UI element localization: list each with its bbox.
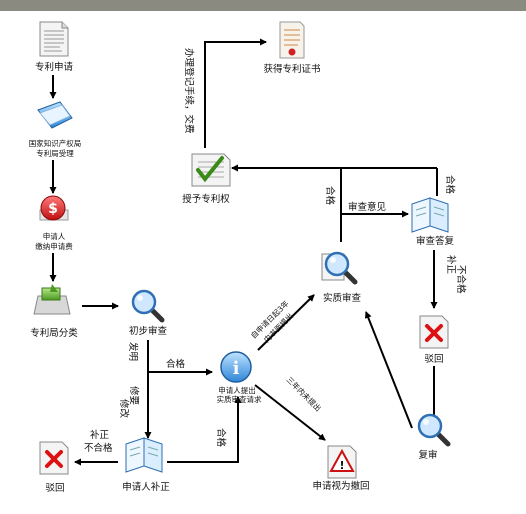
reject-icon (39, 441, 69, 475)
node-rejection-right: 驳回 (419, 315, 449, 365)
certificate-icon (279, 21, 305, 59)
node-rejection-left: 驳回 (39, 441, 69, 494)
arrow-supplement-qualified (167, 396, 242, 463)
node-label: 初步审查 (129, 325, 168, 337)
node-label: 审查答复 (416, 235, 455, 247)
node-request-substantive-exam: i 申请人提出 实质审查请求 (217, 351, 262, 404)
node-label-line1: 国家知识产权局 (29, 138, 82, 148)
inbox-icon (33, 284, 71, 315)
info-icon: i (220, 351, 252, 383)
node-preliminary-exam: 初步审查 (129, 289, 168, 337)
magnifier-icon (417, 413, 451, 447)
arrow-request-to-substantive (257, 294, 315, 351)
svg-text:!: ! (339, 459, 344, 472)
edge-label-discovery: 发明 (127, 342, 139, 361)
node-label: 获得专利证书 (263, 63, 321, 75)
node-classification: 专利局分类 (30, 284, 78, 339)
connectors (49, 38, 438, 466)
edge-label-needs-fix-1: 修要 (128, 386, 140, 405)
folder-icon (37, 101, 73, 129)
svg-text:i: i (233, 358, 240, 379)
edge-label-reply-qualified: 合格 (444, 175, 456, 195)
magnifier-icon (131, 289, 165, 323)
warning-icon: ! (327, 445, 357, 479)
node-obtain-certificate: 获得专利证书 (263, 21, 321, 75)
edge-label-register-fee: 办理登记手续，交费 (183, 48, 195, 134)
node-deemed-withdrawn: ! 申请视为撤回 (312, 445, 370, 492)
edge-label-supplement-unqualified-2: 不合格 (84, 442, 113, 454)
edge-label-qualified-grant: 合格 (324, 186, 336, 206)
edge-label-reply-unqualified-1: 补正 (445, 255, 457, 275)
edge-label-exam-opinion: 审查意见 (348, 201, 386, 213)
node-label: 申请视为撤回 (312, 480, 369, 492)
node-label-line2: 缴纳申请费 (35, 241, 73, 251)
node-label: 驳回 (45, 483, 64, 494)
node-label: 复审 (418, 449, 437, 461)
arrow-request-to-withdrawn (254, 384, 326, 441)
node-reply-exam: 审查答复 (411, 197, 455, 247)
node-grant-patent: 授予专利权 (182, 153, 231, 205)
book-icon (411, 197, 449, 233)
money-icon: $ (39, 195, 69, 221)
magnifier-icon (321, 251, 358, 285)
edge-label-needs-fix-2: 修改 (118, 399, 130, 419)
edge-label-supplement-qualified: 合格 (215, 428, 227, 448)
svg-text:$: $ (48, 201, 58, 217)
node-label-line1: 申请人 (43, 231, 66, 241)
edge-labels: 办理登记手续，交费 合格 审查意见 合格 补正 不合格 发明 合格 修要 修改 … (84, 48, 467, 454)
node-label-line2: 实质审查请求 (217, 394, 262, 404)
node-pay-fee: $ 申请人 缴纳申请费 (35, 195, 73, 251)
edge-label-reply-unqualified-2: 不合格 (455, 265, 467, 294)
node-label: 专利局分类 (30, 327, 78, 339)
node-applicant-supplement: 申请人补正 (122, 437, 170, 493)
reject-icon (419, 315, 449, 349)
node-label: 授予专利权 (182, 193, 230, 205)
node-sipo-acceptance: 国家知识产权局 专利局受理 (29, 101, 82, 158)
node-label: 申请人补正 (122, 481, 170, 493)
edge-label-not-within-3y: 三年内未提出 (285, 374, 324, 413)
edge-label-supplement-unqualified-1: 补正 (90, 429, 110, 441)
node-substantive-exam: 实质审查 (321, 251, 362, 304)
checklist-icon (191, 153, 231, 187)
document-icon (39, 21, 69, 57)
book-icon (125, 437, 163, 473)
node-patent-application: 专利申请 (35, 21, 74, 73)
node-label-line1: 申请人提出 (218, 385, 256, 395)
arrow-reexam-to-substantive (364, 311, 413, 429)
arrow-grant-to-certificate (204, 38, 267, 148)
node-label-line2: 专利局受理 (36, 148, 74, 158)
node-label: 专利申请 (35, 61, 74, 73)
node-label: 实质审查 (323, 292, 362, 304)
node-label: 驳回 (424, 354, 443, 365)
window-top-bar (0, 0, 526, 11)
node-reexamination: 复审 (417, 413, 451, 461)
edge-label-prelim-qualified: 合格 (166, 358, 186, 370)
